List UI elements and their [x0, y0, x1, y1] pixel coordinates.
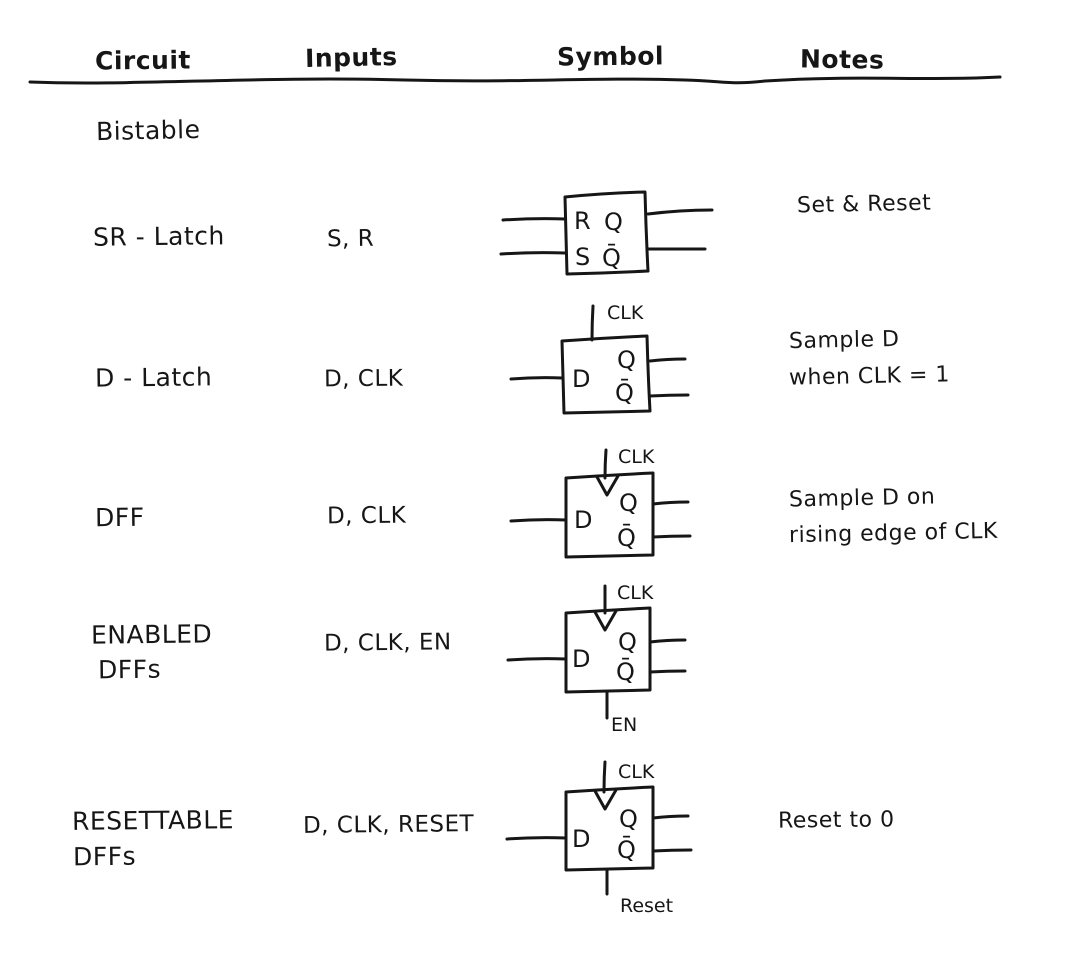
notes-text-line2: when CLK = 1	[788, 362, 951, 391]
edge-triangle-marker	[595, 474, 620, 497]
circuit-label: SR - Latch	[92, 221, 225, 252]
clk-line	[603, 448, 608, 480]
edge-triangle-marker	[593, 788, 618, 811]
qbar-output-label: Q̄	[616, 657, 635, 686]
q-output-label: Q	[617, 346, 636, 374]
inputs-label: D, CLK, EN	[323, 629, 452, 657]
inputs-label: D, CLK	[326, 502, 407, 530]
inputs-label: D, CLK, RESET	[302, 811, 475, 839]
output-line-top	[646, 208, 714, 216]
d-input-label: D	[572, 645, 590, 673]
clk-line	[602, 760, 607, 794]
circuit-label-line1: RESETTABLE	[71, 805, 235, 836]
d-latch-symbol: CLK D Q Q̄	[509, 302, 690, 415]
symbol-box	[564, 606, 652, 694]
input-line-top	[501, 217, 567, 222]
s-input-label: S	[575, 243, 590, 271]
enable-label: EN	[611, 714, 637, 736]
resettable-dff-symbol: CLK D Q Q̄ Reset	[505, 760, 693, 917]
d-input-label: D	[572, 365, 590, 393]
header-underline	[28, 75, 1002, 85]
input-line	[506, 657, 568, 662]
r-input-label: R	[574, 207, 591, 235]
output-line-bottom	[648, 393, 690, 398]
output-line-top	[648, 638, 687, 644]
clk-line	[590, 304, 595, 342]
qbar-output-label: Q̄	[615, 378, 634, 407]
q-output-label: Q	[619, 489, 638, 517]
d-input-label: D	[574, 506, 592, 534]
input-line	[509, 518, 568, 523]
clk-label: CLK	[618, 446, 655, 468]
q-output-label: Q	[618, 628, 637, 656]
symbol-box	[564, 785, 655, 872]
notes-text-line2: rising edge of CLK	[788, 518, 999, 549]
notes-text: Reset to 0	[777, 807, 895, 834]
qbar-output-label: Q̄	[602, 243, 621, 272]
output-line-bottom	[648, 669, 687, 674]
sr-latch-symbol: R S Q Q̄	[499, 190, 714, 276]
circuit-label-line1: ENABLED	[90, 619, 213, 650]
clk-label: CLK	[618, 761, 655, 783]
notes-text: Set & Reset	[796, 190, 932, 219]
inputs-label: D, CLK	[323, 365, 404, 393]
input-line	[505, 836, 568, 841]
output-line-top	[651, 500, 690, 506]
symbol-box	[560, 334, 652, 415]
symbol-box	[564, 471, 655, 559]
d-input-label: D	[572, 825, 590, 853]
q-output-label: Q	[619, 805, 638, 833]
clk-label: CLK	[607, 302, 644, 324]
output-line-top	[651, 814, 690, 820]
circuit-label: D - Latch	[94, 362, 213, 393]
notes-text-line1: Sample D on	[788, 484, 936, 513]
dff-symbol: CLK D Q Q̄	[509, 446, 692, 559]
qbar-output-label: Q̄	[617, 523, 636, 552]
q-output-label: Q	[604, 208, 623, 236]
enabled-dff-symbol: CLK D Q Q̄ EN	[506, 582, 687, 736]
edge-triangle-marker	[593, 609, 618, 632]
circuit-label: DFF	[94, 502, 145, 533]
circuit-label-line2: DFFs	[72, 841, 137, 872]
inputs-label: S, R	[326, 225, 375, 253]
symbol-box	[563, 190, 650, 276]
output-line-top	[648, 357, 687, 363]
qbar-output-label: Q̄	[617, 835, 636, 864]
notes-text-line1: Sample D	[788, 326, 900, 355]
input-line-bottom	[499, 251, 567, 256]
clk-label: CLK	[617, 582, 654, 604]
circuit-label-line2: DFFs	[97, 654, 162, 685]
reset-label: Reset	[620, 895, 673, 917]
circuit-label: Bistable	[95, 114, 201, 147]
input-line	[509, 376, 564, 381]
output-line-bottom	[651, 534, 692, 539]
output-line-bottom	[651, 848, 693, 853]
